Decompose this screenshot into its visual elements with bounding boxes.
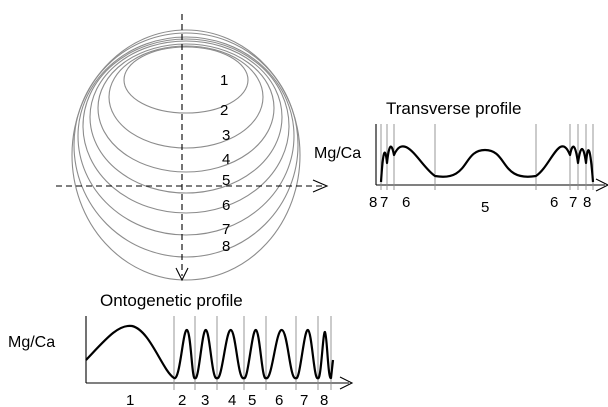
vertical-arrowhead	[175, 267, 189, 282]
chamber-outline-4	[89, 40, 283, 194]
ontogenetic-tick-6: 6	[275, 392, 283, 407]
chamber-label-5: 5	[222, 172, 230, 189]
chamber-outline-2	[108, 45, 264, 149]
transverse-tick-8-left: 8	[369, 194, 377, 211]
chamber-label-2: 2	[220, 102, 228, 119]
transverse-tick-6-right: 6	[550, 194, 558, 211]
ontogenetic-tick-1: 1	[126, 392, 134, 407]
chamber-outline-6	[77, 36, 295, 236]
chamber-outline-3	[97, 43, 275, 173]
chamber-label-6: 6	[222, 197, 230, 214]
transverse-ylabel: Mg/Ca	[314, 145, 361, 162]
ontogenetic-profile: Ontogenetic profile Mg/Ca 1 2 3 4 5 6 7 …	[8, 291, 354, 407]
ontogenetic-tick-7: 7	[300, 392, 308, 407]
chamber-label-1: 1	[220, 72, 228, 89]
ontogenetic-mgca-curve	[85, 324, 335, 380]
chamber-sphere: 1 2 3 4 5 6 7 8	[56, 14, 329, 282]
chamber-outline-7	[73, 32, 299, 258]
ontogenetic-tick-8: 8	[320, 392, 328, 407]
ontogenetic-x-arrowhead	[339, 376, 354, 390]
ontogenetic-tick-4: 4	[228, 392, 236, 407]
transverse-profile: Transverse profile Mg/Ca 8 7 6 5 6 7 8	[314, 99, 608, 216]
chamber-label-3: 3	[222, 127, 230, 144]
chamber-outline-1	[123, 46, 249, 114]
transverse-tick-6-left: 6	[402, 194, 410, 211]
chamber-outline-8	[71, 29, 301, 281]
horizontal-arrowhead	[312, 179, 329, 193]
chamber-outline-5	[82, 38, 290, 214]
ontogenetic-title: Ontogenetic profile	[100, 291, 243, 310]
chamber-label-8: 8	[222, 238, 230, 255]
chamber-label-7: 7	[222, 221, 230, 238]
chamber-label-4: 4	[222, 151, 230, 168]
transverse-tick-8-right: 8	[583, 194, 591, 211]
transverse-tick-7-right: 7	[569, 194, 577, 211]
transverse-tick-7-left: 7	[380, 194, 388, 211]
transverse-tick-5: 5	[481, 199, 489, 216]
transverse-x-arrowhead	[595, 178, 608, 192]
transverse-mgca-curve	[379, 145, 595, 183]
ontogenetic-tick-5: 5	[248, 392, 256, 407]
transverse-title: Transverse profile	[386, 99, 521, 118]
ontogenetic-ylabel: Mg/Ca	[8, 334, 55, 351]
ontogenetic-tick-3: 3	[201, 392, 209, 407]
ontogenetic-tick-2: 2	[178, 392, 186, 407]
